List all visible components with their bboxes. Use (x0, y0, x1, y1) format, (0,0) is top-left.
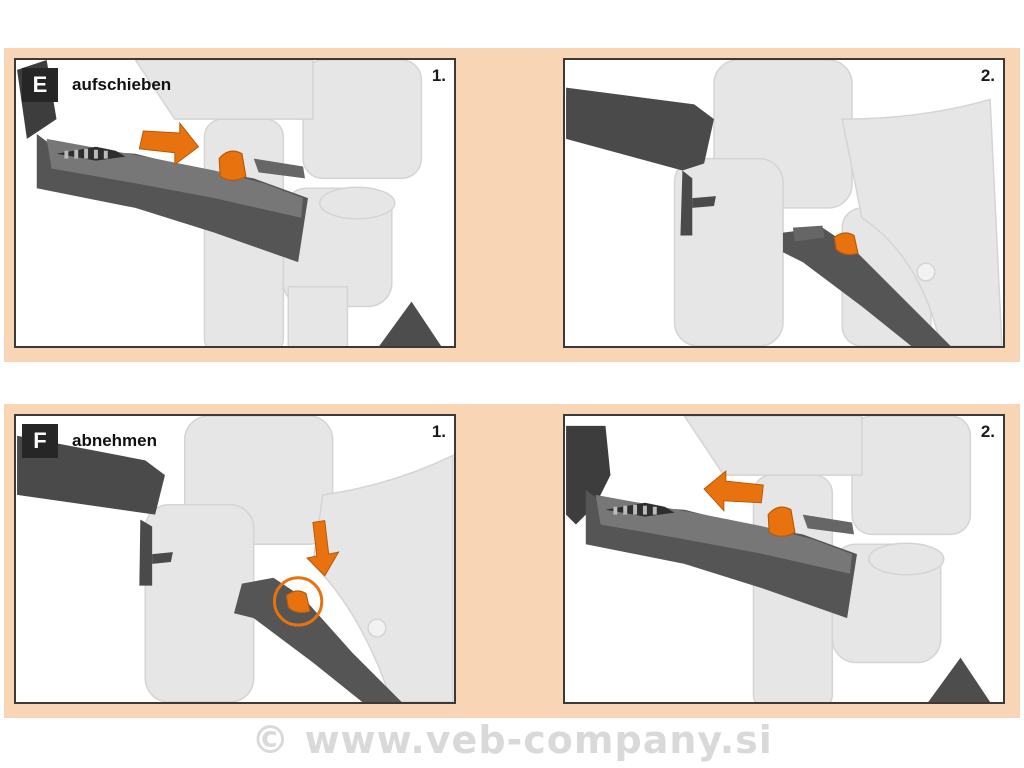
illustration-f1 (17, 416, 454, 702)
step-number: 2. (980, 422, 995, 441)
orange-arrow-icon (703, 470, 764, 512)
illustration-e1 (17, 60, 442, 346)
panel-e-step-2: 2. (563, 58, 1005, 348)
orange-arrow-icon (305, 519, 340, 577)
clip-part (285, 590, 311, 614)
illustration-e2 (566, 60, 1003, 346)
clip-part (218, 150, 247, 181)
clip-part (767, 506, 796, 537)
illustration-f2 (566, 416, 991, 702)
step-number: 1. (431, 422, 446, 441)
panel-e-step-1: E aufschieben 1. (14, 58, 456, 348)
section-title: aufschieben (72, 75, 172, 94)
section-letter: E (22, 68, 58, 102)
section-letter: F (22, 424, 58, 458)
panel-f-step-2: 2. (563, 414, 1005, 704)
fender (17, 60, 308, 263)
panel-f-step-1: F abnehmen 1. (14, 414, 456, 704)
step-number: 2. (980, 66, 995, 85)
highlight-circle-icon (272, 576, 324, 627)
clip-part (833, 232, 859, 256)
watermark: © www.veb-company.si (251, 718, 773, 762)
orange-arrow-icon (138, 121, 200, 166)
section-title: abnehmen (72, 431, 158, 450)
step-number: 1. (431, 66, 446, 85)
